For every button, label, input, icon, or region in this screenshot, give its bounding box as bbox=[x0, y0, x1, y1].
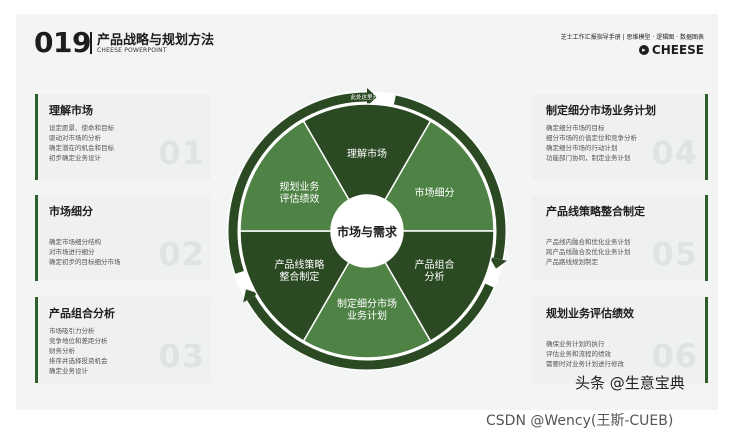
card-item: 确定细分市场的目标 bbox=[546, 124, 605, 132]
wheel-sector bbox=[383, 230, 495, 343]
wheel-sector-label: 理解市场 bbox=[347, 147, 387, 160]
card-item: 初步确定业务设计 bbox=[49, 154, 101, 162]
card-item: 功能部门协同，制定业务计划 bbox=[546, 154, 631, 162]
wheel-arrow-head bbox=[367, 88, 377, 106]
card-05: 产品线策略整合制定 产品线内融合和优化业务计划 跨产品线融合及优化业务计划 产品… bbox=[532, 195, 708, 281]
card-item: 需要时对业务计划进行修改 bbox=[546, 360, 624, 368]
wheel-sector-label: 产品组合 bbox=[415, 258, 455, 271]
card-item: 确保业务计划的执行 bbox=[546, 340, 605, 348]
card-accent-bar bbox=[35, 195, 38, 281]
card-items: 确定市场细分结构 对市场进行细分 确定初步的目标细分市场 bbox=[49, 237, 121, 267]
card-items: 确定细分市场的目标 细分市场的价值定位和竞争分析 确定细分市场的行动计划 功能部… bbox=[546, 123, 637, 163]
wheel-sector-label: 产品线策略 bbox=[274, 258, 324, 271]
card-title: 规划业务评估绩效 bbox=[546, 307, 634, 320]
card-item: 细分市场的价值定位和竞争分析 bbox=[546, 134, 637, 142]
wheel-rim-arc bbox=[247, 283, 494, 370]
play-arrow-icon: ▸ bbox=[638, 45, 649, 55]
card-number: 02 bbox=[158, 235, 205, 273]
card-accent-bar bbox=[35, 297, 38, 383]
card-01: 理解市场 设定愿景、使命和目标 驱动对市场的分析 确定潜在的机会和目标 初步确定… bbox=[35, 94, 211, 180]
card-items: 产品线内融合和优化业务计划 跨产品线融合及优化业务计划 产品路线规划制定 bbox=[546, 237, 631, 267]
card-title: 理解市场 bbox=[49, 104, 93, 117]
card-title: 制定细分市场业务计划 bbox=[546, 104, 656, 117]
wheel-rim-arc bbox=[393, 95, 506, 260]
wheel-sector-label: 整合制定 bbox=[279, 270, 319, 283]
card-06: 规划业务评估绩效 确保业务计划的执行 评估业务和流程的绩效 需要时对业务计划进行… bbox=[532, 297, 708, 383]
wheel-arrow-head bbox=[489, 256, 507, 269]
card-item: 驱动对市场的分析 bbox=[49, 134, 101, 142]
csdn-watermark: CSDN @Wency(王斯-CUEB) bbox=[486, 413, 674, 429]
card-title: 产品组合分析 bbox=[49, 307, 115, 320]
card-items: 市场吸引力分析 竞争地位和差距分析 财务分析 排序并选择投资机会 确定业务设计 bbox=[49, 326, 108, 376]
wheel-sector-label: 制定细分市场 bbox=[337, 297, 397, 310]
start-here-label: 此处这里开始 bbox=[350, 93, 384, 101]
card-item: 财务分析 bbox=[49, 347, 75, 355]
card-item: 确定细分市场的行动计划 bbox=[546, 144, 618, 152]
slide-number: 019 bbox=[34, 26, 91, 59]
brand-logo: ▸ CHEESE bbox=[638, 43, 704, 57]
card-item: 确定市场细分结构 bbox=[49, 238, 101, 246]
card-item: 评估业务和流程的绩效 bbox=[546, 350, 611, 358]
card-item: 市场吸引力分析 bbox=[49, 327, 95, 335]
wheel-sector-label: 评估绩效 bbox=[279, 192, 319, 205]
card-item: 排序并选择投资机会 bbox=[49, 357, 108, 365]
card-item: 确定潜在的机会和目标 bbox=[49, 144, 114, 152]
brand-name: CHEESE bbox=[651, 43, 704, 57]
header-divider bbox=[90, 32, 92, 54]
card-item: 对市场进行细分 bbox=[49, 248, 95, 256]
card-04: 制定细分市场业务计划 确定细分市场的目标 细分市场的价值定位和竞争分析 确定细分… bbox=[532, 94, 708, 180]
wheel-sector-label: 市场细分 bbox=[415, 186, 455, 199]
platform-watermark: 头条 @生意宝典 bbox=[575, 374, 685, 392]
card-item: 竞争地位和差距分析 bbox=[49, 337, 108, 345]
wheel-arrow-head bbox=[243, 289, 259, 303]
wheel-sector-label: 分析 bbox=[425, 270, 445, 283]
wheel-sector bbox=[239, 119, 351, 232]
card-accent-bar bbox=[35, 94, 38, 180]
card-accent-bar bbox=[705, 94, 708, 180]
page-subtitle: CHEESE POWERPOINT bbox=[97, 47, 167, 54]
wheel-center-label: 市场与需求 bbox=[337, 224, 398, 239]
card-02: 市场细分 确定市场细分结构 对市场进行细分 确定初步的目标细分市场 02 bbox=[35, 195, 211, 281]
card-items: 确保业务计划的执行 评估业务和流程的绩效 需要时对业务计划进行修改 bbox=[546, 339, 624, 369]
card-items: 设定愿景、使命和目标 驱动对市场的分析 确定潜在的机会和目标 初步确定业务设计 bbox=[49, 123, 114, 163]
card-item: 确定初步的目标细分市场 bbox=[49, 258, 121, 266]
header-tagline: 芝士工作汇报指导手册 | 思维模型 · 逻辑图 · 数据图表 bbox=[560, 34, 704, 41]
card-item: 产品路线规划制定 bbox=[546, 258, 598, 266]
card-number: 04 bbox=[651, 134, 698, 172]
page-title: 产品战略与规划方法 bbox=[97, 33, 215, 48]
wheel-sector-label: 业务计划 bbox=[347, 309, 387, 322]
card-number: 06 bbox=[651, 337, 698, 375]
wheel-rim-arc bbox=[228, 92, 368, 274]
card-item: 跨产品线融合及优化业务计划 bbox=[546, 248, 631, 256]
card-item: 产品线内融合和优化业务计划 bbox=[546, 238, 631, 246]
card-item: 确定业务设计 bbox=[49, 367, 88, 375]
wheel-sector bbox=[239, 230, 351, 343]
card-number: 03 bbox=[158, 337, 205, 375]
card-03: 产品组合分析 市场吸引力分析 竞争地位和差距分析 财务分析 排序并选择投资机会 … bbox=[35, 297, 211, 383]
wheel-sector bbox=[383, 119, 495, 232]
card-number: 01 bbox=[158, 134, 205, 172]
card-item: 设定愿景、使命和目标 bbox=[49, 124, 114, 132]
card-accent-bar bbox=[705, 195, 708, 281]
wheel-sector-label: 规划业务 bbox=[279, 180, 319, 193]
card-title: 市场细分 bbox=[49, 205, 93, 218]
card-accent-bar bbox=[705, 297, 708, 383]
wheel-center bbox=[333, 197, 401, 265]
card-number: 05 bbox=[651, 235, 698, 273]
card-title: 产品线策略整合制定 bbox=[546, 205, 645, 218]
